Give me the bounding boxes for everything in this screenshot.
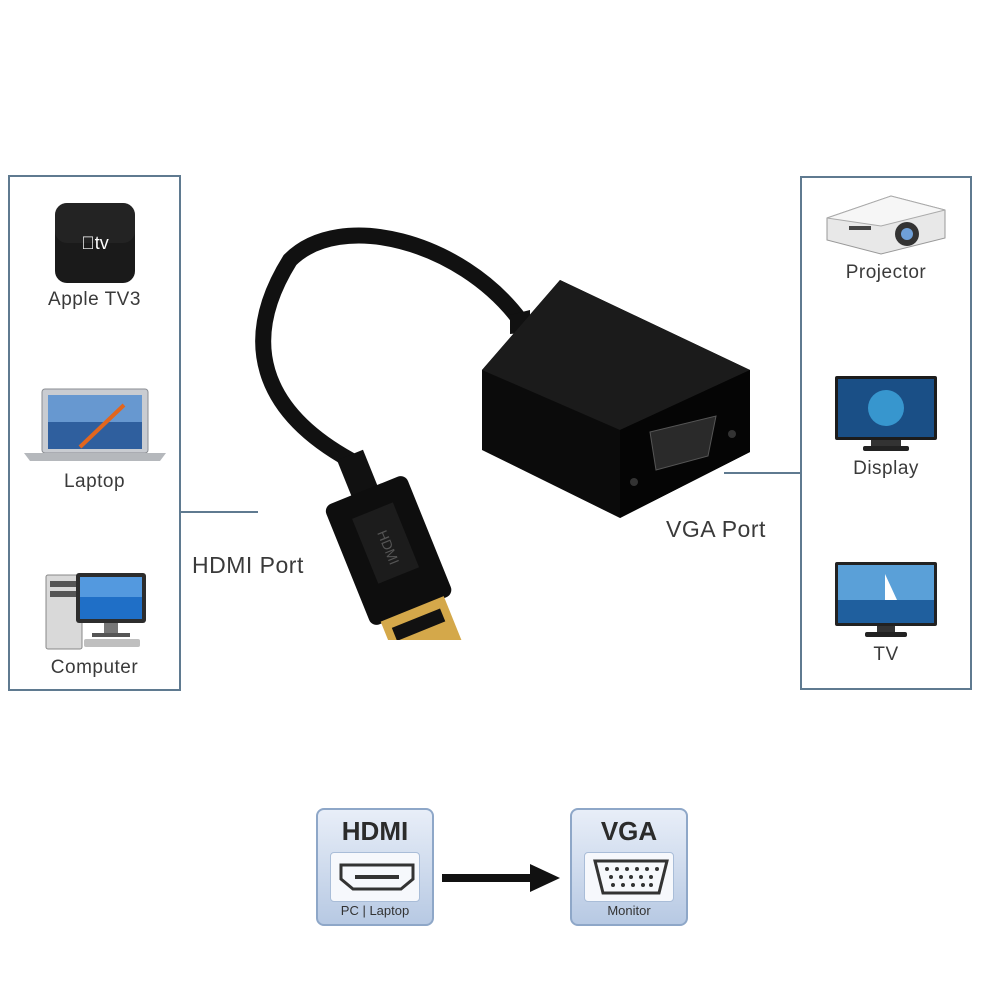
device-label: Computer — [50, 657, 139, 678]
device-label: Projector — [845, 262, 927, 283]
hdmi-connector-line — [181, 511, 258, 513]
hdmi-port-icon — [330, 852, 420, 902]
hdmi-port-label: HDMI Port — [192, 552, 304, 578]
badge-title: HDMI — [341, 816, 409, 846]
device-tv: TV — [802, 560, 970, 666]
vga-connector-line — [724, 472, 800, 474]
hdmi-vga-adapter: HDMI — [255, 227, 750, 640]
device-label: Laptop — [63, 471, 126, 492]
hdmi-source-badge: HDMI PC | Laptop — [316, 808, 434, 926]
device-label: Display — [853, 458, 919, 479]
badge-subtitle: PC | Laptop — [340, 903, 410, 918]
device-computer: Computer — [10, 567, 179, 679]
adapter-cable — [255, 227, 528, 468]
apple-tv-logo: tv — [81, 233, 109, 253]
source-devices-panel: tv Apple TV3 Laptop Computer — [8, 175, 181, 691]
computer-icon — [45, 573, 146, 650]
badge-title: VGA — [600, 816, 658, 846]
vga-port-label: VGA Port — [666, 516, 766, 542]
vga-target-badge: VGA Monitor — [570, 808, 688, 926]
flow-arrow-icon — [442, 864, 560, 892]
device-apple-tv: tv Apple TV3 — [10, 201, 179, 311]
device-label: TV — [873, 644, 899, 665]
badge-subtitle: Monitor — [607, 903, 651, 918]
vga-port-icon — [584, 852, 674, 902]
apple-tv-icon: tv — [54, 203, 135, 283]
hdmi-plug: HDMI — [325, 449, 465, 640]
display-icon — [835, 376, 937, 451]
vga-adapter-box — [482, 280, 750, 518]
device-projector: Projector — [802, 188, 970, 284]
laptop-icon — [23, 388, 166, 461]
device-laptop: Laptop — [10, 385, 179, 493]
tv-icon — [835, 562, 937, 637]
device-label: Apple TV3 — [48, 289, 141, 310]
projector-icon — [826, 195, 946, 255]
output-devices-panel: Projector Display TV — [800, 176, 972, 690]
vga-port-socket — [649, 415, 717, 471]
device-display: Display — [802, 374, 970, 480]
